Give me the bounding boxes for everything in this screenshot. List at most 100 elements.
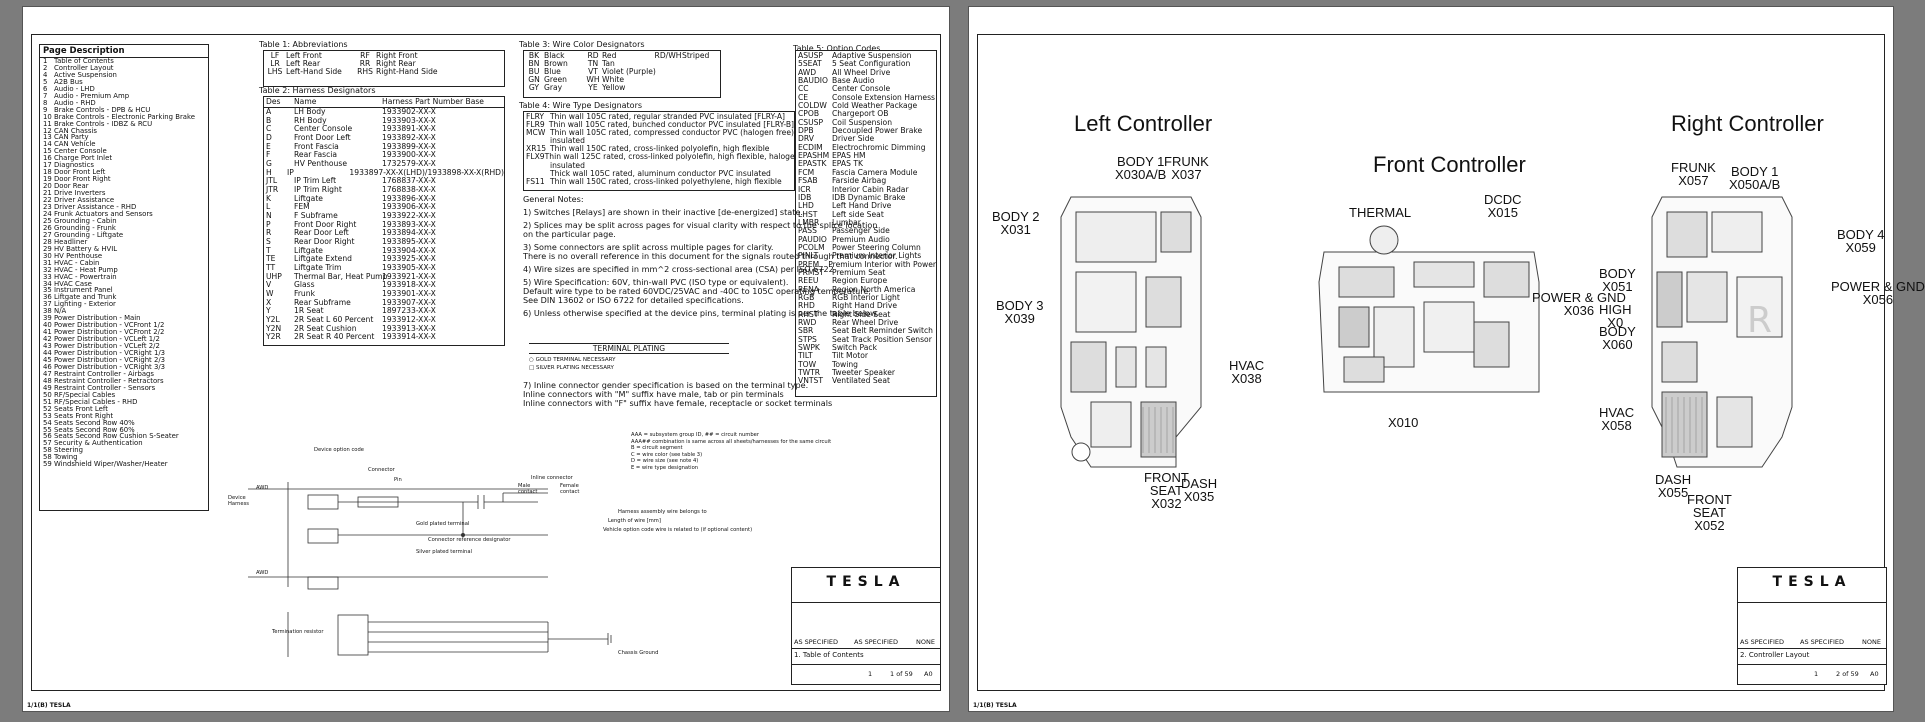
sheet-corner-id: 1/1(B) TESLA xyxy=(27,702,71,709)
wire-color-cell: Blue xyxy=(544,67,561,77)
legend-key-line: AAA = subsystem group ID, ## = circuit n… xyxy=(631,432,759,438)
harness-name: RH Body xyxy=(294,115,327,125)
wire-color-cell xyxy=(682,76,718,84)
general-notes-title: General Notes: xyxy=(523,194,584,204)
right-body-x060-label: BODY X060 xyxy=(1599,324,1636,352)
page-name: Liftgate and Trunk xyxy=(54,293,117,302)
page-name: HVAC - Heat Pump xyxy=(54,265,118,274)
abbreviation-cell: Right-Hand Side xyxy=(376,67,438,77)
page-name: CAN Party xyxy=(54,133,89,142)
gold-terminal-icon: ○ xyxy=(529,357,536,363)
option-code: PREM xyxy=(798,259,820,269)
option-code: RWD xyxy=(798,318,817,327)
wire-color-cell: GY xyxy=(528,83,540,93)
page-name: Seats Front Right xyxy=(54,411,114,420)
page-name: Grounding - Cabin xyxy=(54,216,117,225)
page-name: Power Distribution - Main xyxy=(54,314,141,323)
harness-name: Liftgate Trim xyxy=(294,262,342,272)
page-number: 29 xyxy=(43,244,52,253)
option-code: DRV xyxy=(798,134,814,144)
drawing-frame xyxy=(31,34,941,691)
legend-device-harness: Device Harness xyxy=(228,495,250,507)
page-name: Restraint Controller - Retractors xyxy=(54,376,164,385)
legend-vehicle-option: Vehicle option code wire is related to (… xyxy=(603,527,753,533)
legend-key-line: C = wire color (see table 3) xyxy=(631,451,703,458)
option-description: EPAS HM xyxy=(832,151,866,161)
wire-type-row: insulated xyxy=(524,137,794,145)
abbreviation-cell: Left Front xyxy=(286,51,322,60)
legend-device-option-code: Device option code xyxy=(314,447,364,453)
as-specified-1: AS SPECIFIED xyxy=(794,638,839,646)
legend-male-contact: Male contact xyxy=(518,483,538,495)
harness-part: 1933907-XX-X xyxy=(382,297,436,307)
option-description: Right Side Seat xyxy=(832,309,891,319)
page-number: 8 xyxy=(43,98,48,107)
general-note-line: Inline connectors with "F" suffix have f… xyxy=(523,398,833,408)
option-code: IDB xyxy=(798,192,812,202)
page-number: 14 xyxy=(43,140,52,149)
harness-part: 1933893-XX-X xyxy=(382,219,436,229)
option-description: Region Europe xyxy=(832,276,888,286)
legend-key-line: B = circuit segment xyxy=(631,445,683,451)
legend-and-1: AWD xyxy=(256,485,269,491)
table2-header-des: Des xyxy=(266,97,281,106)
page-number: 20 xyxy=(43,182,52,191)
page-number: 12 xyxy=(43,126,52,135)
harness-des: G xyxy=(266,159,272,169)
harness-des: UHP xyxy=(266,271,282,281)
left-body3-label: BODY 3 X039 xyxy=(996,298,1044,326)
page-name: Instrument Panel xyxy=(54,286,113,295)
general-note-line: Default wire type to be rated 60VDC/25VA… xyxy=(523,286,871,296)
right-body4-label: BODY 4 X059 xyxy=(1837,227,1885,255)
right-controller-r-mark: R xyxy=(1747,300,1772,341)
page-number: 55 xyxy=(43,425,52,434)
gold-terminal-label: GOLD TERMINAL NECESSARY xyxy=(535,357,616,363)
wire-color-cell: YE xyxy=(588,83,598,93)
page-number: 50 xyxy=(43,390,52,399)
option-description: EPAS TK xyxy=(832,159,863,169)
harness-des: P xyxy=(266,219,271,229)
tesla-logo: TESLA xyxy=(826,574,906,590)
right-power-gnd-label: POWER & GND X056 xyxy=(1831,279,1925,307)
page-name: Brake Controls - IDBZ & RCU xyxy=(54,119,153,128)
general-note-line: 7) Inline connector gender specification… xyxy=(523,380,809,390)
legend-key-line: E = wire type designation xyxy=(631,464,699,471)
page-name: Audio - Premium Amp xyxy=(54,91,130,100)
wire-type-desc: insulated xyxy=(550,136,585,146)
harness-des: Y xyxy=(266,306,271,316)
harness-des: X xyxy=(266,297,272,307)
option-code: TOW xyxy=(798,359,817,369)
front-power-gnd-label: POWER & GND X036 xyxy=(1532,290,1626,318)
abbreviation-cell: Right Front xyxy=(376,51,418,60)
harness-part: 1933904-XX-X xyxy=(382,245,436,255)
legend-length: Length of wire [mm] xyxy=(608,518,661,524)
harness-name: F Subframe xyxy=(294,210,338,220)
wire-color-cell: Striped xyxy=(682,51,710,60)
page-name: HVAC Case xyxy=(54,279,92,288)
page-number: 10 xyxy=(43,112,52,121)
harness-part: 1933913-XX-X xyxy=(382,323,436,333)
option-code: FCM xyxy=(798,167,815,177)
general-note-line: There is no overall reference in this do… xyxy=(523,251,898,261)
option-code: ASUSP xyxy=(798,51,823,60)
legend-chassis-ground: Chassis Ground xyxy=(618,650,659,656)
page-number: 25 xyxy=(43,216,52,225)
